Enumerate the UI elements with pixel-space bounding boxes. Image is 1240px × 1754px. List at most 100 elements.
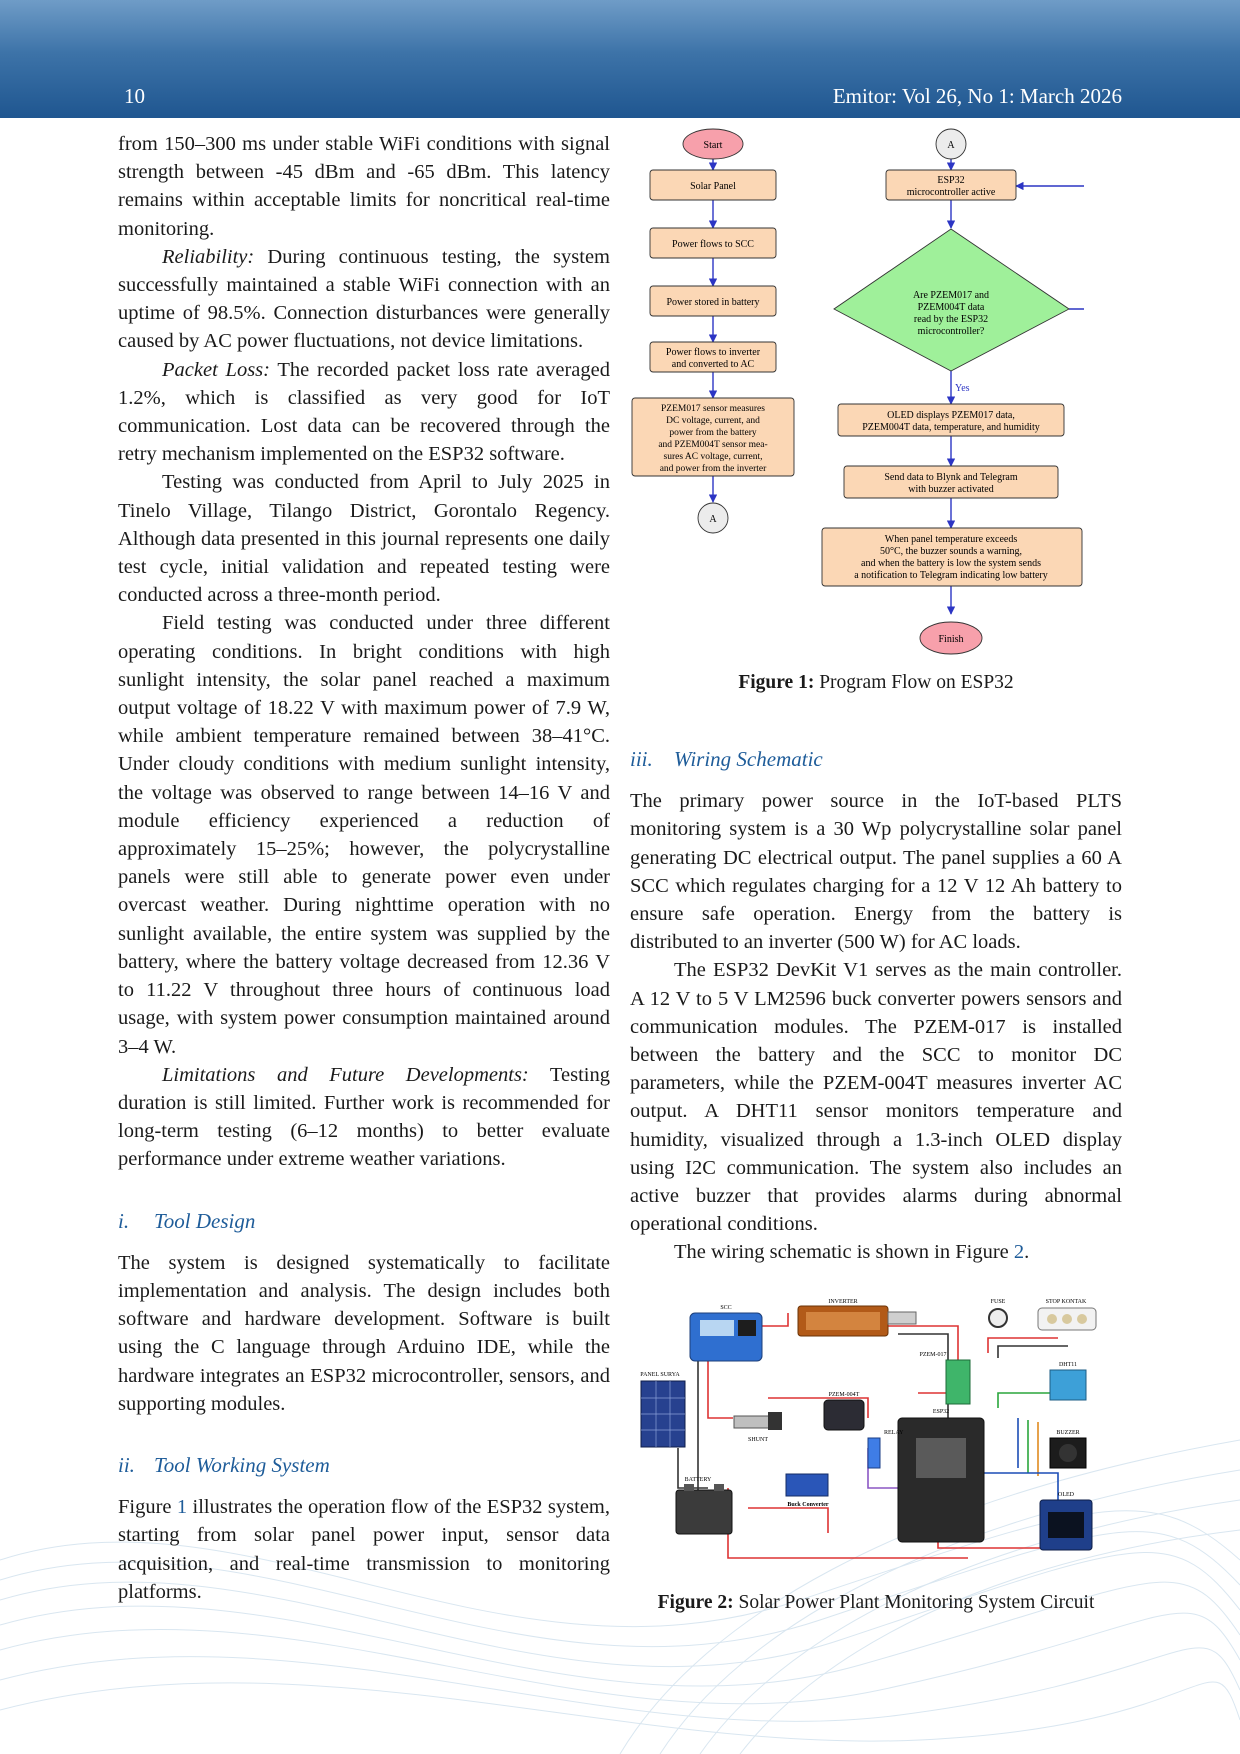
paragraph-limitations: Limitations and Future Developments: Tes… — [118, 1061, 610, 1174]
pzem-label-3: power from the battery — [669, 427, 757, 438]
figure-ref-link[interactable]: 2 — [1013, 1241, 1025, 1264]
left-column: from 150–300 ms under stable WiFi condit… — [118, 130, 610, 1606]
pzem-label-5: sures AC voltage, current, — [664, 452, 763, 462]
section-title: Tool Design — [154, 1208, 256, 1233]
decision-label-3: read by the ESP32 — [914, 314, 988, 325]
esp32-board — [897, 1417, 985, 1543]
relay-label: RELAY — [884, 1430, 904, 1436]
warning-label-3: and when the battery is low the system s… — [861, 558, 1041, 569]
buck-converter-module — [785, 1473, 829, 1497]
paragraph-wiring-ref: The wiring schematic is shown in Figure … — [630, 1238, 1122, 1266]
shunt-label: SHUNT — [748, 1437, 768, 1443]
packet-loss-label: Packet Loss: — [162, 358, 270, 381]
dht11-sensor — [1049, 1369, 1087, 1401]
oled-box — [837, 403, 1065, 437]
dht11-label: DHT11 — [1059, 1362, 1077, 1368]
section-heading-tool-design: i.Tool Design — [118, 1207, 610, 1235]
paragraph-packet-loss: Packet Loss: The recorded packet loss ra… — [118, 356, 610, 469]
battery-label: BATTERY — [685, 1477, 712, 1483]
decision-label-4: microcontroller? — [918, 326, 985, 337]
reliability-label: Reliability: — [162, 245, 255, 268]
inverter-label-2: and converted to AC — [672, 359, 755, 370]
text: The wiring schematic is shown in Figure — [674, 1241, 1014, 1264]
solar-panel-label: Solar Panel — [690, 181, 736, 192]
send-data-box — [843, 465, 1059, 499]
buck-converter-label: Buck Converter — [787, 1502, 828, 1508]
battery-module — [675, 1489, 733, 1535]
finish-label: Finish — [938, 634, 963, 645]
esp32-label-1: ESP32 — [937, 175, 964, 186]
connector-a-left — [697, 502, 729, 534]
section-number: ii. — [118, 1452, 135, 1477]
pzem-label-4: and PZEM004T sensor mea- — [658, 440, 767, 450]
packet-loss-text: The recorded packet loss rate averaged 1… — [118, 358, 610, 466]
power-scc-label: Power flows to SCC — [672, 239, 754, 250]
esp32-active-box — [885, 169, 1017, 201]
send-label-2: with buzzer activated — [908, 484, 994, 495]
relay-module — [867, 1437, 881, 1469]
pzem017-module — [945, 1359, 971, 1405]
journal-info: Emitor: Vol 26, No 1: March 2026 — [832, 84, 1122, 108]
connector-a-left-label: A — [709, 514, 717, 525]
oled-label-1: OLED displays PZEM017 data, — [887, 410, 1015, 421]
oled-label-fig2: OLED — [1058, 1492, 1075, 1498]
paragraph-field-testing: Field testing was conducted under three … — [118, 612, 610, 1058]
solar-panel-box — [649, 169, 777, 201]
connector-a-right — [935, 128, 967, 160]
power-battery-box — [649, 285, 777, 317]
warning-label-4: a notification to Telegram indicating lo… — [854, 570, 1048, 581]
paragraph-tool-design: The system is designed systematically to… — [118, 1251, 610, 1415]
page-header: 10 Emitor: Vol 26, No 1: March 2026 — [0, 0, 1240, 118]
pzem-label-6: and power from the inverter — [660, 463, 767, 474]
figure2-caption: Figure 2: Solar Power Plant Monitoring S… — [630, 1592, 1122, 1614]
power-scc-box — [649, 227, 777, 259]
inverter-label: INVERTER — [828, 1299, 857, 1305]
figure-ref-link[interactable]: 1 — [176, 1496, 188, 1519]
oled-label-2: PZEM004T data, temperature, and humidity — [862, 422, 1040, 433]
caption-label: Figure 1: — [738, 672, 815, 693]
pzem-box — [631, 397, 795, 477]
section-number: iii. — [630, 747, 653, 771]
reliability-text: During continuous testing, the system su… — [118, 245, 610, 353]
section-heading-tool-working: ii. Tool Working System — [118, 1451, 610, 1479]
decision-diamond — [833, 228, 1070, 372]
paragraph-latency: from 150–300 ms under stable WiFi condit… — [118, 133, 610, 240]
buzzer-label: BUZZER — [1056, 1430, 1079, 1436]
flowchart-figure: Start Solar Panel Power flows to SCC Pow… — [631, 128, 1084, 655]
figure1-caption: Figure 1: Program Flow on ESP32 — [630, 672, 1122, 694]
fuse-label: FUSE — [991, 1299, 1006, 1305]
finish-terminal — [919, 621, 983, 655]
section-heading-wiring: iii. Wiring Schematic — [630, 745, 1122, 773]
send-label-1: Send data to Blynk and Telegram — [884, 472, 1017, 483]
page-number: 10 — [124, 84, 145, 108]
paragraph-esp32: The ESP32 DevKit V1 serves as the main c… — [630, 959, 1122, 1236]
pzem004t-label: PZEM-004T — [829, 1392, 860, 1398]
fuse-component — [988, 1308, 1008, 1328]
warning-label-1: When panel temperature exceeds — [885, 534, 1018, 545]
section-title: Wiring Schematic — [674, 747, 823, 771]
right-column: iii.Wiring Schematic The primary power s… — [630, 745, 1122, 1267]
caption-text: Solar Power Plant Monitoring System Circ… — [733, 1592, 1095, 1613]
connector-a-right-label: A — [947, 140, 955, 151]
start-terminal — [682, 128, 744, 160]
pzem017-label: PZEM-017 — [920, 1352, 947, 1358]
text: illustrates the operation flow of the ES… — [118, 1496, 610, 1603]
solar-panel-label-fig2: PANEL SURYA — [640, 1372, 680, 1378]
paragraph-reliability: Reliability: During continuous testing, … — [118, 243, 610, 356]
power-battery-label: Power stored in battery — [666, 297, 759, 308]
warning-label-2: 50°C, the buzzer sounds a warning, — [880, 546, 1022, 557]
inverter-box — [649, 341, 777, 373]
paragraph-tool-working: Figure 1 illustrates the operation flow … — [118, 1493, 610, 1606]
start-label: Start — [704, 140, 723, 151]
section-title: Tool Working System — [154, 1452, 330, 1477]
decision-label-2: PZEM004T data — [918, 302, 985, 313]
yes-label: Yes — [955, 383, 970, 394]
limitations-text: Testing duration is still limited. Furth… — [118, 1063, 610, 1171]
pzem-label-1: PZEM017 sensor measures — [661, 404, 765, 414]
warning-box — [821, 527, 1083, 587]
esp32-label-fig2: ESP32 — [933, 1409, 949, 1415]
paragraph-testing-period: Testing was conducted from April to July… — [118, 471, 610, 607]
caption-text: Program Flow on ESP32 — [814, 672, 1014, 693]
text: . — [1024, 1241, 1030, 1264]
